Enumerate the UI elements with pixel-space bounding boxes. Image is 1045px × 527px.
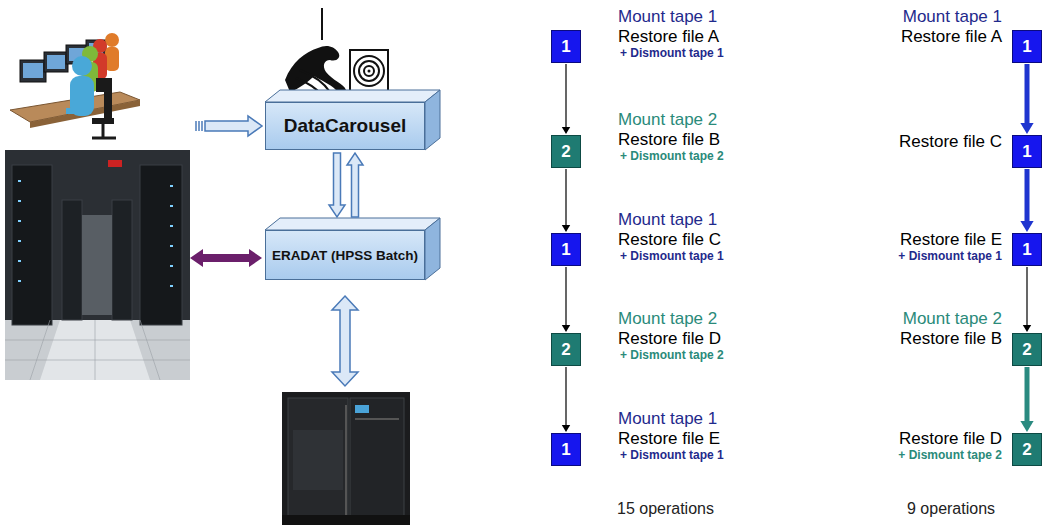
block-arrow <box>329 153 345 217</box>
flow-arrow <box>1020 64 1033 134</box>
process-box: DataCarousel <box>265 102 425 150</box>
step-text: Restore file C <box>618 231 721 250</box>
box-3d-faces <box>265 90 440 280</box>
step-text: Mount tape 2 <box>618 111 717 130</box>
horse-logo <box>285 8 346 95</box>
library-double-arrow <box>332 296 358 386</box>
node-text: 1 <box>1022 37 1031 57</box>
node-text: 2 <box>561 340 570 360</box>
tape-square: 2 <box>1012 333 1042 366</box>
step-text: Mount tape 1 <box>903 8 1002 27</box>
step-text: Restore file A <box>618 28 719 47</box>
step-text: Mount tape 1 <box>618 211 717 230</box>
tape-square: 1 <box>1012 135 1042 168</box>
step-text: Mount tape 1 <box>618 410 717 429</box>
step-text: Mount tape 2 <box>618 310 717 329</box>
node-text: 2 <box>561 142 570 162</box>
step-text: Restore file E <box>900 231 1002 250</box>
tape-square: 1 <box>1012 30 1042 63</box>
node-text: 1 <box>561 37 570 57</box>
node-text: 1 <box>561 240 570 260</box>
tape-square: 2 <box>551 333 581 366</box>
tape-library-picture <box>282 392 410 525</box>
purple-double-arrow <box>190 249 262 267</box>
tape-square: 1 <box>551 233 581 266</box>
tape-square: 1 <box>551 30 581 63</box>
step-text: Restore file D <box>618 330 721 349</box>
flow-arrow <box>1020 169 1033 232</box>
node-text: 2 <box>1022 340 1031 360</box>
step-text: + Dismount tape 1 <box>620 47 724 60</box>
flow-arrow <box>1020 367 1033 432</box>
step-text: Mount tape 2 <box>903 310 1002 329</box>
flow-arrow <box>562 64 570 134</box>
step-text: + Dismount tape 2 <box>898 449 1002 462</box>
step-text: Restore file B <box>618 131 720 150</box>
input-arrow <box>196 116 262 136</box>
step-text: Restore file C <box>899 133 1002 152</box>
step-text: Restore file E <box>618 430 720 449</box>
flow-arrow <box>562 367 570 432</box>
step-text: Restore file B <box>900 330 1002 349</box>
node-text: ERADAT (HPSS Batch) <box>272 248 418 263</box>
tape-reel-icon <box>350 50 388 92</box>
step-text: Restore file A <box>901 28 1002 47</box>
flow-arrow <box>562 267 570 332</box>
operation-count: 9 operations <box>907 500 995 518</box>
step-text: + Dismount tape 2 <box>620 150 724 163</box>
step-text: + Dismount tape 1 <box>620 250 724 263</box>
users-illustration <box>10 33 140 138</box>
datacenter-photo <box>5 150 190 380</box>
tape-square: 2 <box>1012 433 1042 466</box>
tape-square: 2 <box>551 135 581 168</box>
process-box: ERADAT (HPSS Batch) <box>265 230 425 280</box>
step-text: + Dismount tape 1 <box>898 250 1002 263</box>
node-text: DataCarousel <box>284 115 407 137</box>
step-text: + Dismount tape 1 <box>620 449 724 462</box>
flow-arrow <box>562 169 570 232</box>
node-text: 2 <box>1022 440 1031 460</box>
step-text: Restore file D <box>899 430 1002 449</box>
flow-arrow <box>1023 267 1031 332</box>
node-text: 1 <box>561 440 570 460</box>
tape-square: 1 <box>1012 233 1042 266</box>
operation-count: 15 operations <box>617 500 714 518</box>
node-text: 1 <box>1022 142 1031 162</box>
node-text: 1 <box>1022 240 1031 260</box>
step-text: Mount tape 1 <box>618 8 717 27</box>
step-text: + Dismount tape 2 <box>620 349 724 362</box>
tape-square: 1 <box>551 433 581 466</box>
block-arrow <box>347 153 363 217</box>
